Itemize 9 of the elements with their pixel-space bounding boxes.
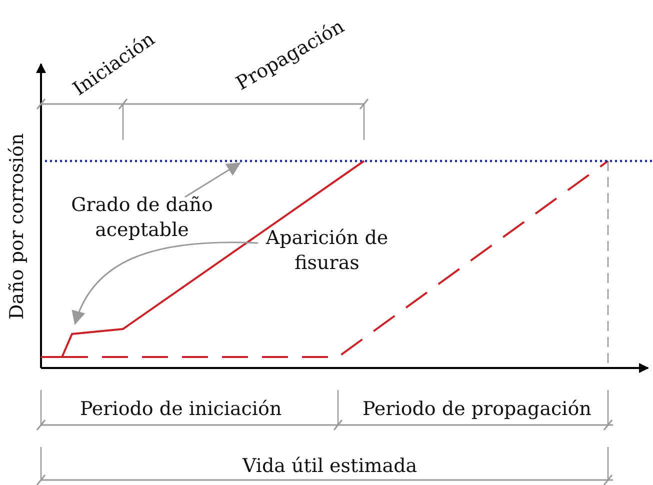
annotation-text: Aparición de fisuras [252, 226, 402, 276]
axis-label: Daño por corrosión [4, 132, 29, 319]
period-label: Periodo de propagación [362, 396, 592, 422]
annotation-text: Grado de daño aceptable [47, 193, 237, 242]
period-label: Vida útil estimada [242, 454, 418, 478]
leader-line [184, 162, 241, 198]
period-label: Periodo de iniciación [80, 396, 282, 422]
threshold-line [45, 160, 653, 162]
leader-line [72, 242, 258, 325]
